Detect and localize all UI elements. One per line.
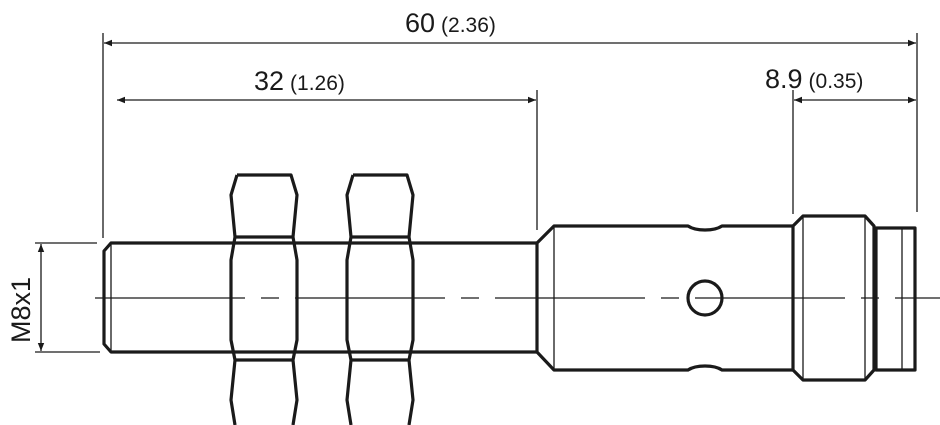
dimension-label-overall: 60(2.36) xyxy=(405,8,496,38)
sensor-body xyxy=(535,224,793,372)
dimension-label-connector: 8.9(0.35) xyxy=(765,64,863,94)
hex-nut-1 xyxy=(229,173,299,425)
connector xyxy=(791,214,917,382)
thread-size-label: M8x1 xyxy=(6,277,36,343)
hex-nut-2 xyxy=(345,173,415,425)
threaded-shaft xyxy=(102,241,537,354)
dimension-label-thread: 32(1.26) xyxy=(254,66,345,96)
led-indicator xyxy=(686,279,724,317)
